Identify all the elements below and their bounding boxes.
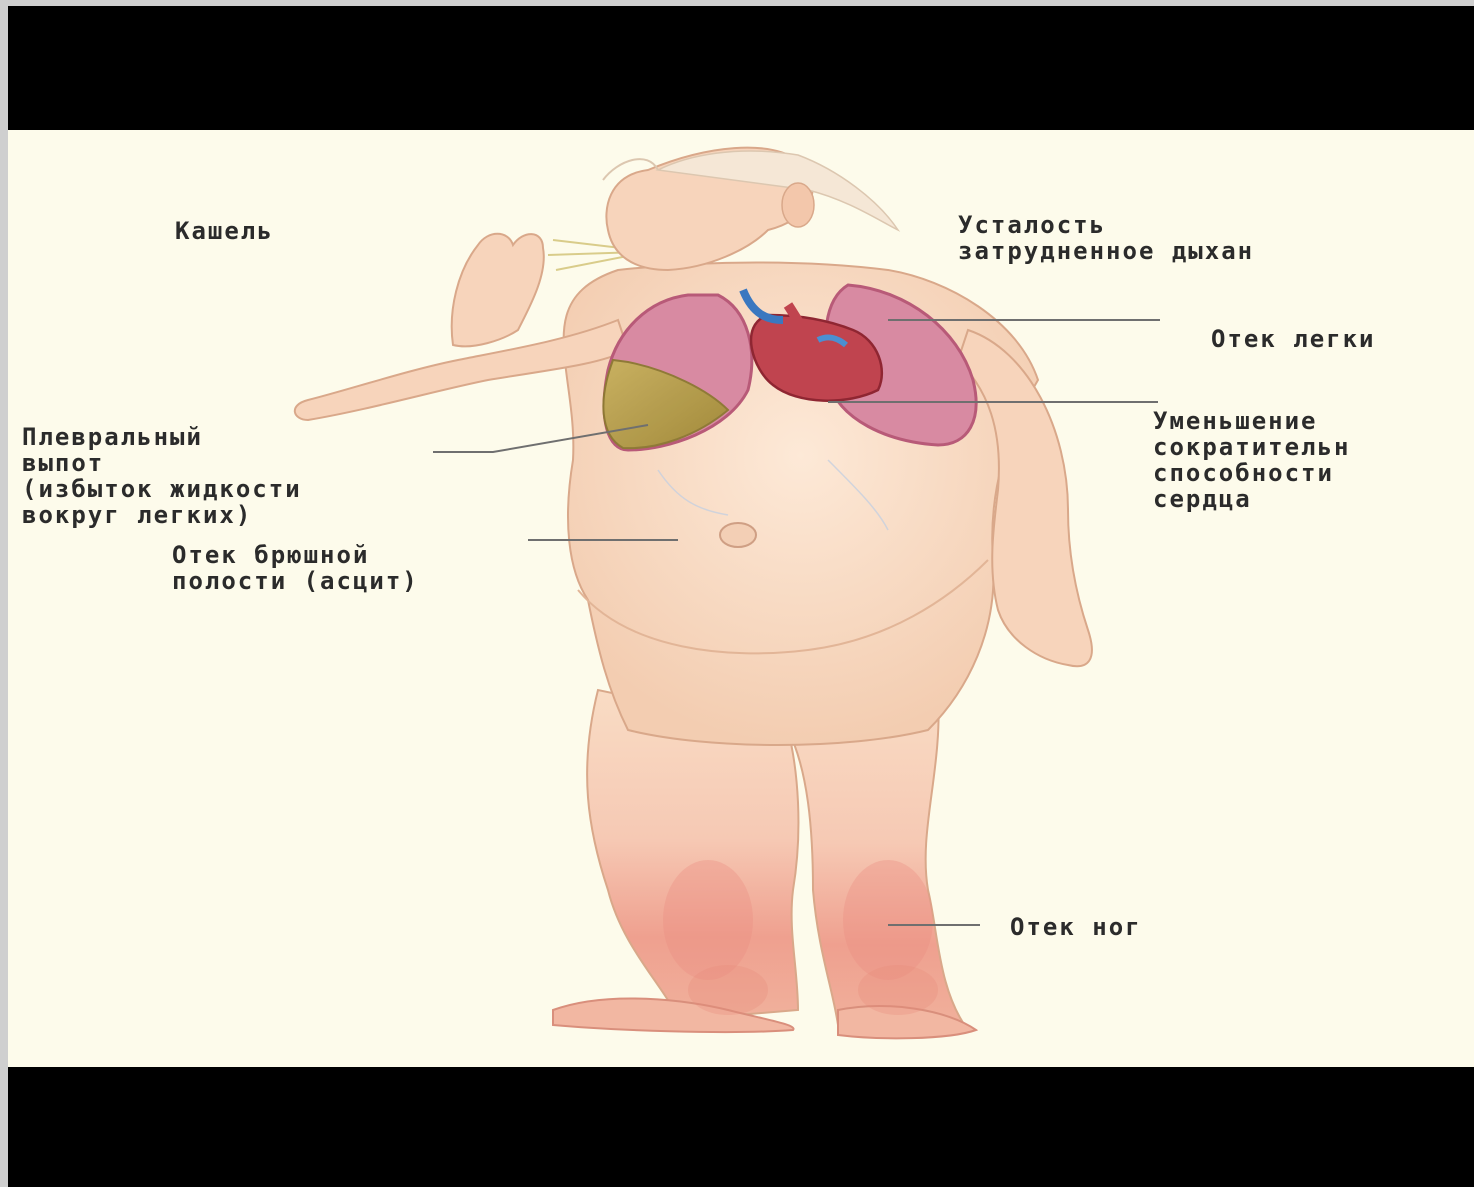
top-black-bar [8, 6, 1474, 130]
label-pleural-effusion: Плевральный выпот (избыток жидкости вокр… [22, 424, 302, 528]
label-leg-edema: Отек ног [1010, 914, 1142, 940]
label-lung-edema: Отек легки [1211, 326, 1376, 352]
human-body-figure [8, 130, 1474, 1067]
label-cough: Кашель [175, 218, 274, 244]
label-ascites: Отек брюшной полости (асцит) [172, 542, 419, 594]
illustration-panel: Кашель Усталость затрудненное дыхан Отек… [8, 130, 1474, 1067]
label-heart-contractility: Уменьшение сократительн способности серд… [1153, 408, 1350, 512]
bottom-black-bar [8, 1067, 1474, 1187]
head [603, 148, 898, 270]
label-fatigue: Усталость затрудненное дыхан [958, 212, 1254, 264]
raised-hand [452, 234, 544, 347]
